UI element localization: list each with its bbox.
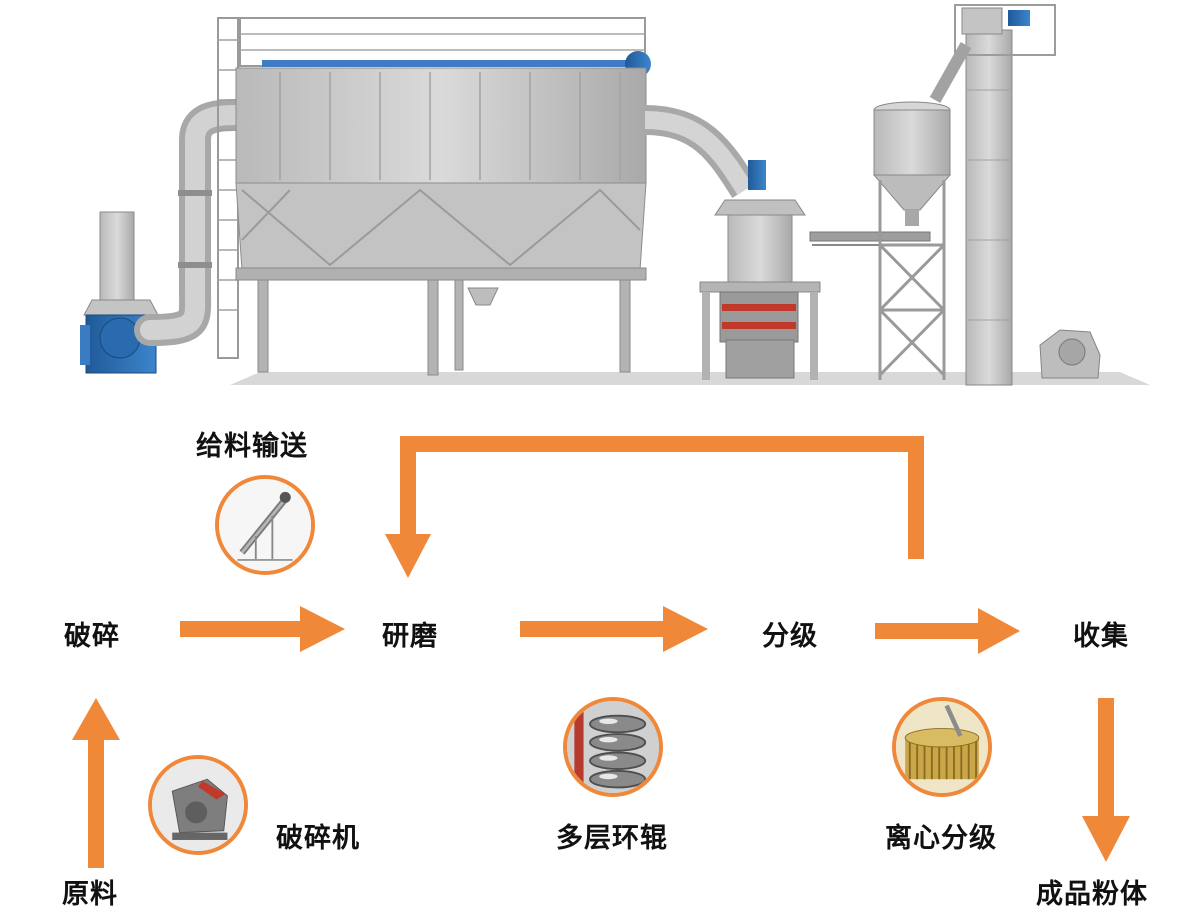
silo-icon [872, 101, 952, 380]
arrow-grind-to-classify [520, 606, 708, 652]
step-collect: 收集 [1073, 621, 1129, 652]
arrow-return-loop [385, 436, 924, 578]
label-raw-material: 原料 [62, 879, 118, 910]
grinding-rollers-icon [567, 701, 659, 793]
label-feeding: 给料输送 [196, 431, 308, 462]
rollers-badge [563, 697, 663, 797]
feeding-badge [215, 475, 315, 575]
label-classifier: 离心分级 [885, 823, 997, 854]
screw-conveyor-icon [219, 479, 311, 571]
crusher-icon [1039, 329, 1101, 379]
arrow-collect-to-powder [1082, 698, 1130, 862]
crusher-badge [148, 755, 248, 855]
arrow-crush-to-grind [180, 606, 345, 652]
step-grind: 研磨 [382, 621, 438, 652]
step-crush: 破碎 [64, 621, 120, 652]
classifier-badge [892, 697, 992, 797]
label-rollers: 多层环辊 [556, 823, 668, 854]
label-finished-powder: 成品粉体 [1036, 879, 1148, 910]
hammer-crusher-icon [152, 759, 244, 851]
label-crusher: 破碎机 [276, 823, 360, 854]
equipment-illustration [80, 4, 1150, 386]
classifier-wheel-icon [896, 701, 988, 793]
dust-collector-icon [217, 17, 651, 376]
arrow-classify-to-collect [875, 608, 1020, 654]
arrow-raw-to-crush [72, 698, 120, 868]
bucket-elevator-icon [929, 4, 1056, 386]
step-classify: 分级 [762, 621, 818, 652]
mill-icon [699, 160, 821, 380]
